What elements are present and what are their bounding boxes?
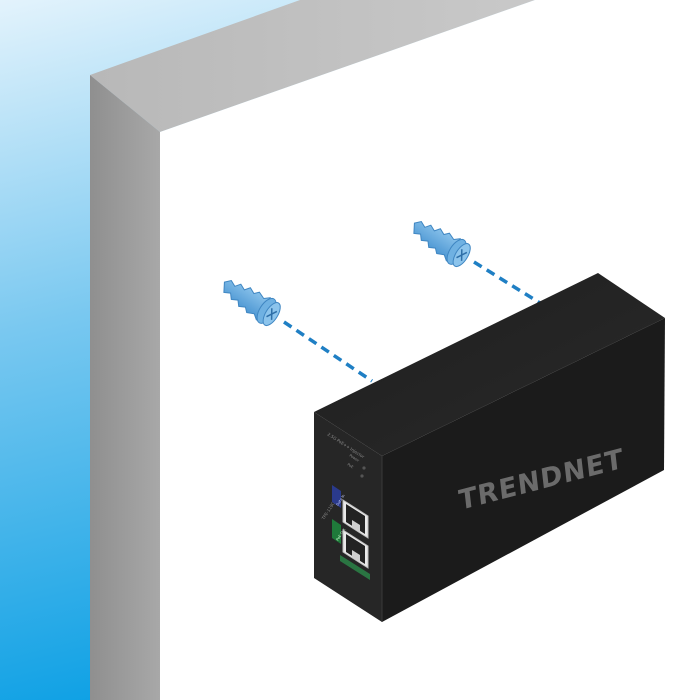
ethernet-port-poe-out	[342, 529, 369, 569]
led-poe	[360, 474, 364, 478]
led-poe-label: PoE	[346, 462, 354, 469]
wall-screw-icon	[413, 220, 471, 268]
guide-line-right	[473, 260, 541, 305]
wall-screw-icon	[223, 279, 281, 327]
guide-line-left	[283, 320, 373, 383]
device-side	[382, 318, 665, 622]
port-out-label: PoE Out	[335, 527, 346, 541]
wall-face	[160, 0, 700, 700]
led-power-label: Power	[348, 453, 360, 463]
led-power	[362, 466, 366, 470]
wall-top-edge	[90, 0, 700, 132]
port-in-label-bg	[332, 485, 341, 508]
device-top	[314, 273, 665, 456]
port-out-label-bg	[332, 519, 341, 544]
wall-left-edge	[90, 75, 160, 700]
poe-port-accent	[340, 555, 370, 580]
port-in-label: Data In	[335, 494, 345, 507]
ethernet-port-data-in	[342, 499, 369, 539]
